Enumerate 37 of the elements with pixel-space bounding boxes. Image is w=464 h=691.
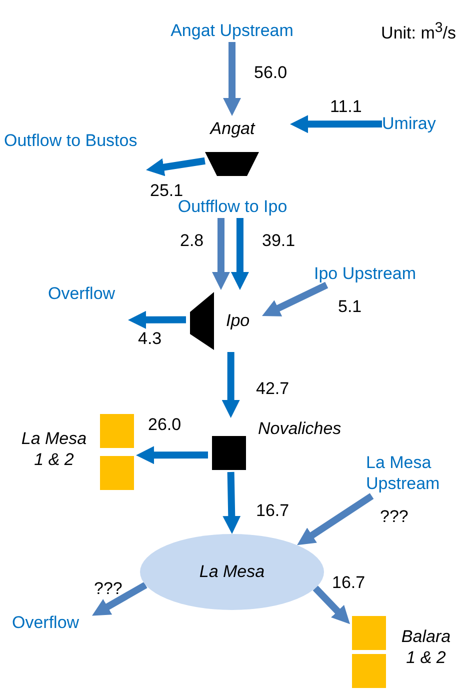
- flow-arrow: [136, 446, 208, 464]
- flow-arrow: [260, 282, 328, 320]
- flow-arrow: [222, 352, 240, 418]
- flow-value: 39.1: [262, 230, 296, 251]
- flow-value: 11.1: [330, 96, 362, 117]
- flow-value: 26.0: [148, 414, 182, 435]
- site-name: La Mesa 1 & 2: [20, 428, 88, 470]
- flow-value: 42.7: [256, 378, 290, 399]
- unit-note: Unit: m$^{3}$/s: [381, 19, 456, 44]
- source-label: Angat Upstream: [170, 20, 294, 41]
- source-label: Overflow: [48, 283, 116, 304]
- source-label: Ipo Upstream: [314, 263, 418, 284]
- flow-value: 5.1: [338, 296, 362, 317]
- flow-value: 4.3: [138, 328, 162, 349]
- site-name: Ipo: [226, 310, 251, 331]
- source-label: La Mesa Upstream: [366, 452, 441, 494]
- site-name: Balara 1 & 2: [400, 626, 452, 668]
- site-name: Novaliches: [258, 418, 342, 439]
- flow-value: ???: [380, 506, 408, 527]
- flow-arrow: [290, 115, 382, 134]
- source-label: Overflow: [12, 612, 80, 633]
- flow-arrow: [212, 218, 230, 290]
- flow-value: 2.8: [180, 230, 204, 251]
- flow-value: 16.7: [332, 572, 366, 593]
- source-label: Umiray: [382, 113, 437, 134]
- source-label: Outflow to Bustos: [4, 130, 138, 151]
- flow-arrow: [312, 586, 353, 627]
- flow-arrow: [128, 310, 186, 329]
- flow-arrow: [230, 218, 249, 290]
- flow-arrow: [222, 472, 241, 534]
- site-name: La Mesa: [198, 561, 266, 582]
- flow-arrow: [223, 42, 242, 116]
- flow-value: ???: [94, 578, 122, 599]
- flow-value: 56.0: [254, 62, 288, 83]
- flow-value: 16.7: [256, 500, 290, 521]
- flow-arrow: [145, 157, 206, 176]
- site-name: Angat: [208, 118, 256, 139]
